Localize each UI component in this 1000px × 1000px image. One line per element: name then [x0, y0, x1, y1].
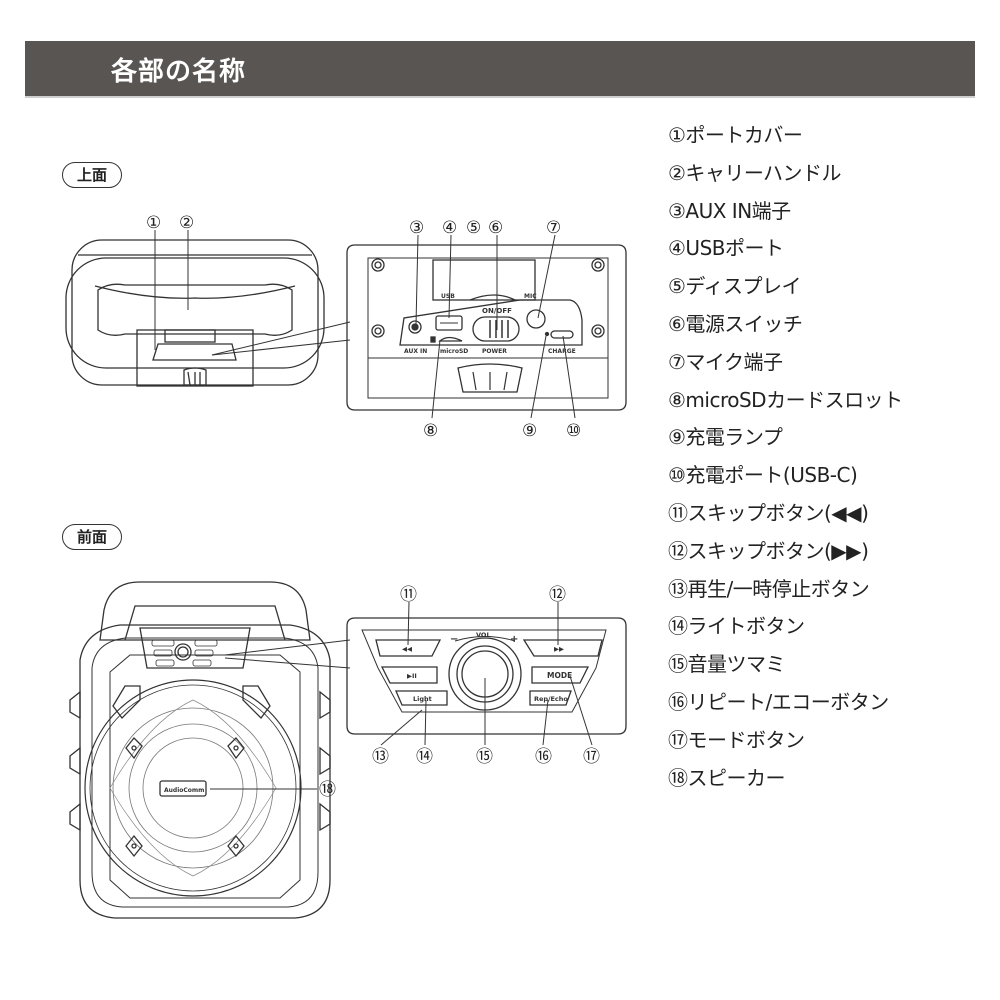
callout-number-18: ⑱	[319, 780, 336, 800]
part-item: ⑮音量ツマミ	[668, 652, 785, 677]
callout-number-11: ⑪	[400, 585, 417, 605]
callout-number-1: ①	[146, 213, 161, 233]
rep-echo-label: Rep/Echo	[534, 695, 568, 703]
top-view-speaker	[65, 239, 351, 387]
callout-number-4: ④	[442, 218, 457, 238]
part-item: ⑫スキップボタン(▶▶)	[668, 538, 869, 563]
mic-label: MIC	[524, 293, 537, 300]
microsd-slot	[438, 336, 463, 342]
play-pause-button[interactable]	[380, 666, 438, 684]
callout-number-3: ③	[409, 218, 424, 238]
callout-number-6: ⑥	[488, 218, 503, 238]
usb-c-port	[550, 330, 574, 339]
parts-list: ①ポートカバー ②キャリーハンドル ③AUX IN端子 ④USBポート ⑤ディス…	[668, 120, 903, 800]
aux-in-label: AUX IN	[404, 348, 427, 355]
part-item: ⑭ライトボタン	[668, 614, 805, 639]
callout-number-10: ⑩	[566, 421, 581, 441]
part-item: ⑤ディスプレイ	[668, 274, 802, 299]
section-title: 各部の名称	[111, 57, 247, 87]
power-switch	[472, 316, 520, 342]
callout-number-2: ②	[179, 213, 194, 233]
microsd-label: microSD	[440, 348, 468, 355]
light-button[interactable]	[395, 690, 448, 706]
front-panel-detail	[346, 601, 627, 746]
vol-label: VOL	[476, 631, 491, 639]
callout-number-9: ⑨	[522, 421, 537, 441]
usb-label: USB	[441, 293, 455, 300]
section-header: 各部の名称	[25, 41, 975, 98]
vol-minus-label: −	[450, 634, 458, 645]
vol-plus-label: +	[510, 634, 518, 645]
power-label: POWER	[482, 348, 507, 355]
part-item: ⑰モードボタン	[668, 727, 805, 752]
part-item: ⑨充電ランプ	[668, 425, 783, 450]
play-pause-label: ▶II	[407, 672, 417, 680]
callout-number-16: ⑯	[535, 747, 552, 767]
port-cover	[152, 343, 237, 361]
callout-number-13: ⑬	[372, 747, 389, 767]
part-item: ③AUX IN端子	[668, 198, 791, 223]
carry-handle	[97, 283, 293, 336]
callout-number-17: ⑰	[583, 747, 600, 767]
rep-echo-button[interactable]	[529, 690, 572, 706]
prev-button[interactable]	[375, 639, 442, 657]
charge-lamp	[544, 331, 550, 337]
mode-button[interactable]	[531, 666, 590, 684]
display-window	[432, 259, 536, 301]
part-item: ④USBポート	[668, 236, 784, 261]
part-item: ①ポートカバー	[668, 123, 803, 147]
mic-jack	[526, 309, 546, 329]
charge-label: CHARGE	[548, 348, 576, 355]
part-item: ②キャリーハンドル	[668, 160, 842, 185]
part-item: ⑯リピート/エコーボタン	[668, 689, 889, 714]
part-item: ⑥電源スイッチ	[668, 311, 803, 336]
part-item: ⑦マイク端子	[668, 349, 783, 374]
front-view-speaker	[69, 581, 351, 919]
callout-number-7: ⑦	[546, 218, 561, 238]
next-button-label: ▶▶	[554, 645, 564, 653]
callout-number-15: ⑮	[476, 747, 493, 767]
callout-number-5: ⑤	[466, 218, 481, 238]
top-view-label: 上面	[62, 162, 123, 188]
callout-number-12: ⑫	[549, 585, 566, 605]
part-item: ⑬再生/一時停止ボタン	[668, 576, 870, 601]
aux-in-jack	[408, 320, 422, 334]
light-label: Light	[413, 695, 432, 703]
callout-number-14: ⑭	[416, 747, 433, 767]
brand-badge	[159, 780, 207, 797]
part-item: ⑩充電ポート(USB-C)	[668, 463, 858, 488]
front-view-label: 前面	[62, 524, 123, 550]
brand-logo: AudioComm	[164, 787, 204, 794]
part-item: ⑧microSDカードスロット	[668, 387, 903, 412]
part-item: ⑱スピーカー	[668, 765, 785, 790]
top-panel-detail	[346, 244, 627, 411]
next-button[interactable]	[522, 639, 603, 657]
part-item: ⑪スキップボタン(◀◀)	[668, 500, 869, 525]
prev-button-label: ◀◀	[402, 645, 412, 653]
callout-number-8: ⑧	[423, 421, 438, 441]
mode-label: MODE	[547, 671, 572, 680]
